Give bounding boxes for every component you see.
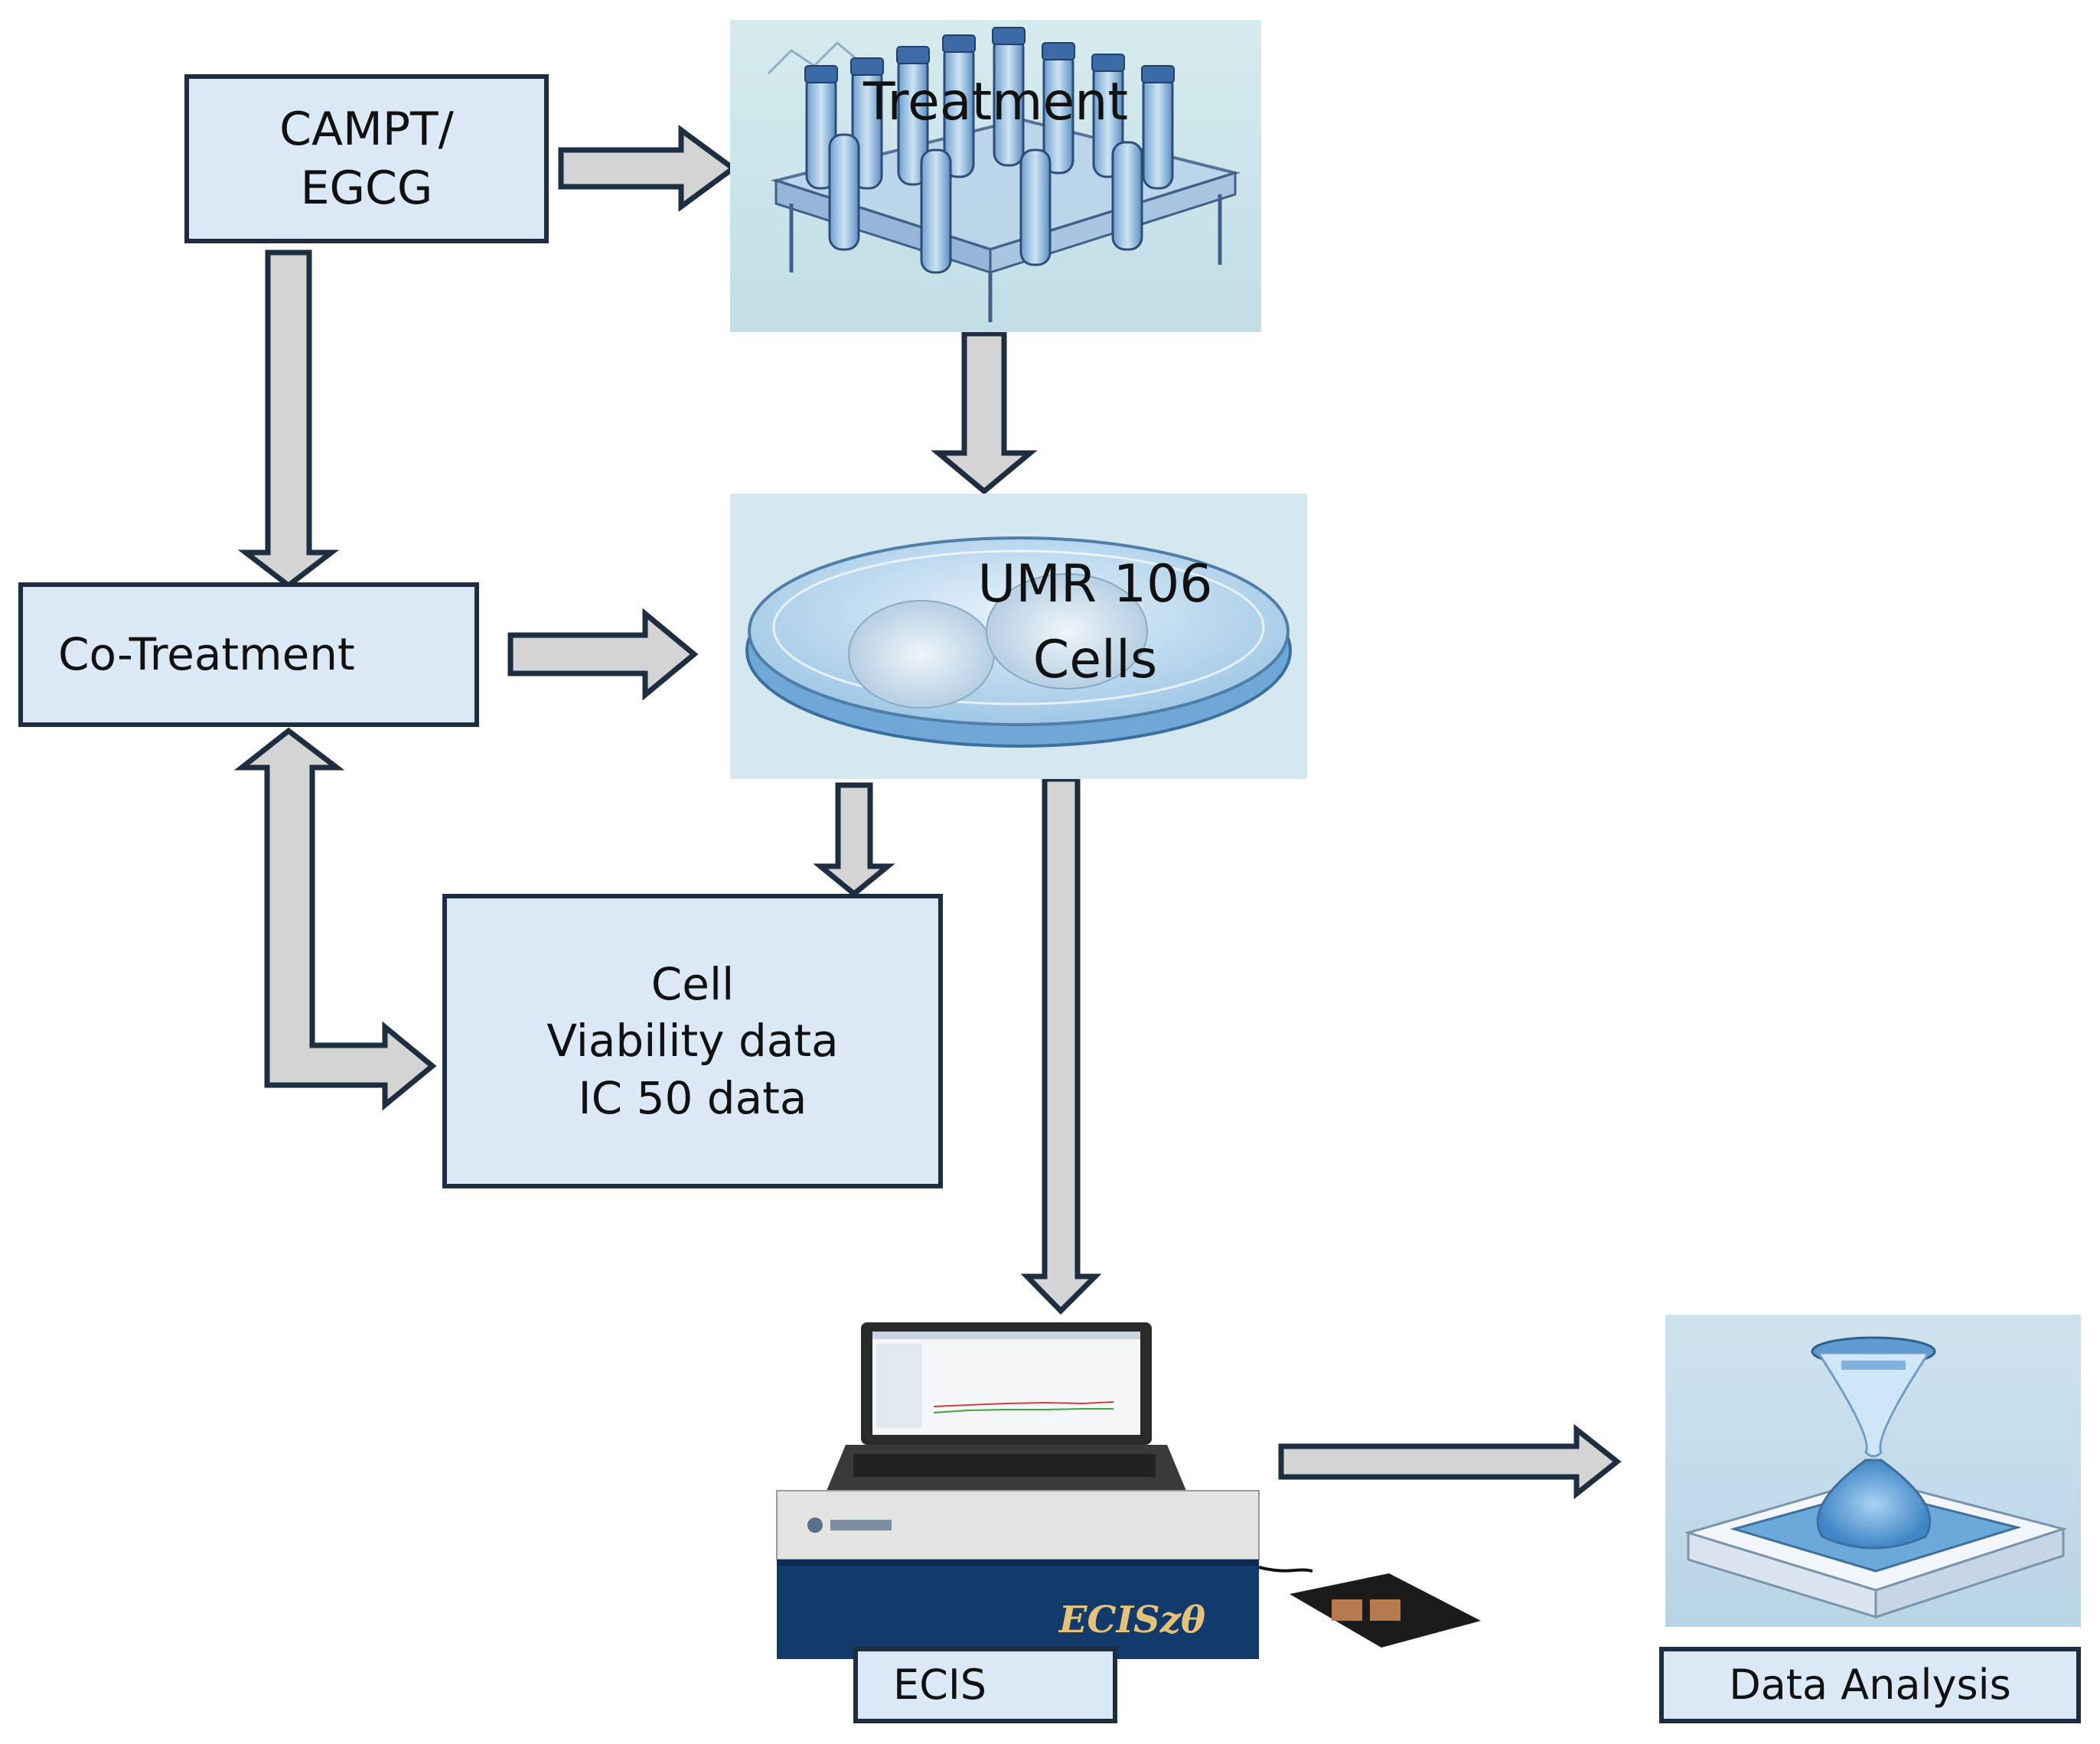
ecis-label: ECIS [893, 1661, 987, 1710]
arrow-campt-to-treatment [558, 125, 738, 212]
ecis-brand-text: ECISzθ [1058, 1599, 1205, 1641]
test-tube-rack-illustration [730, 20, 1261, 332]
analysis-panel [1665, 1315, 2081, 1627]
data-analysis-label: Data Analysis [1729, 1661, 2011, 1710]
arrow-ecis-to-analysis [1278, 1423, 1622, 1500]
cell-viability-box: Cell Viability data IC 50 data [442, 894, 943, 1188]
ecis-instrument: ECISzθ [769, 1315, 1492, 1682]
umr-label: UMR 106 Cells [977, 554, 1213, 690]
ecis-box: ECIS [853, 1647, 1117, 1723]
umr-panel: UMR 106 Cells [730, 494, 1307, 779]
arrow-cotreatment-to-umr [507, 608, 699, 701]
hourglass-device-illustration [1665, 1315, 2081, 1627]
arrow-umr-to-ecis [1020, 776, 1102, 1315]
co-treatment-label: Co-Treatment [58, 628, 355, 681]
cell-viability-label: Cell Viability data IC 50 data [546, 958, 839, 1124]
laptop-instrument-photo: ECISzθ [776, 1322, 1481, 1659]
arrow-campt-to-cotreatment [237, 249, 340, 589]
data-analysis-box: Data Analysis [1659, 1647, 2081, 1723]
treatment-panel: Treatment [730, 20, 1261, 332]
arrow-umr-to-viability [813, 782, 895, 898]
arrow-cotreatment-viability [233, 727, 437, 1111]
co-treatment-box: Co-Treatment [18, 582, 479, 727]
arrow-treatment-to-umr [931, 331, 1038, 495]
treatment-label: Treatment [862, 72, 1128, 132]
campt-egcg-box: CAMPT/ EGCG [184, 74, 549, 243]
petri-dish-illustration [730, 494, 1307, 779]
campt-egcg-label: CAMPT/ EGCG [279, 102, 454, 215]
